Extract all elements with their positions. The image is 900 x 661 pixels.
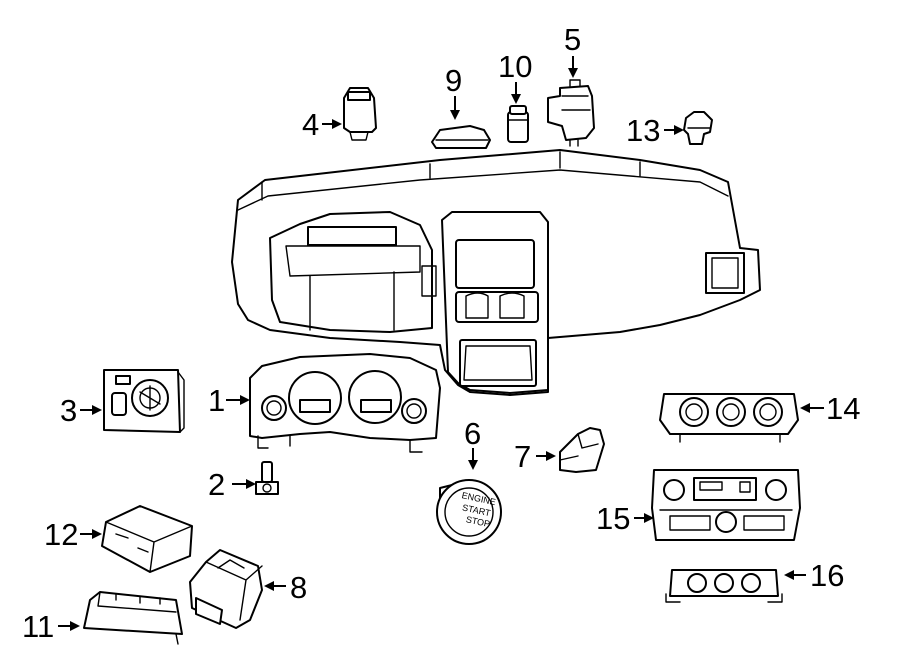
callout-1: 1 — [208, 383, 225, 418]
callout-16: 16 — [810, 558, 844, 593]
module — [83, 591, 183, 645]
callout-7: 7 — [514, 439, 531, 474]
callout-arrows — [58, 56, 824, 631]
instrument-panel — [231, 149, 761, 396]
callout-13: 13 — [626, 113, 660, 148]
instrument-cluster — [249, 353, 441, 453]
small-switch — [507, 105, 529, 143]
callout-10: 10 — [498, 49, 532, 84]
a-c-heater-control — [659, 393, 799, 443]
callout-11: 11 — [22, 609, 54, 644]
callout-numbers: 1 2 3 4 5 6 7 8 9 10 11 12 13 14 15 16 — [22, 22, 860, 644]
receiver-module — [101, 505, 193, 573]
sensor-assembly — [547, 79, 595, 147]
control-module — [189, 549, 263, 629]
callout-2: 2 — [208, 467, 225, 502]
callout-14: 14 — [826, 391, 860, 426]
ignition-push-button: ENGINE START STOP — [436, 479, 502, 545]
headlamp-switch — [103, 369, 185, 433]
callout-6: 6 — [464, 416, 481, 451]
callout-15: 15 — [596, 501, 630, 536]
sensor — [683, 111, 713, 145]
button-text-stop: STOP — [465, 514, 491, 529]
callout-4: 4 — [302, 107, 319, 142]
bracket — [559, 427, 605, 473]
callout-5: 5 — [564, 22, 581, 57]
climate-control-panel — [651, 469, 801, 541]
callout-8: 8 — [290, 570, 307, 605]
callout-3: 3 — [60, 393, 77, 428]
cluster-bolt — [255, 461, 279, 495]
switch-module — [343, 87, 377, 141]
rear-climate-control — [665, 569, 783, 603]
callout-9: 9 — [445, 63, 462, 98]
sensor-pad — [431, 125, 491, 149]
callout-12: 12 — [44, 517, 78, 552]
